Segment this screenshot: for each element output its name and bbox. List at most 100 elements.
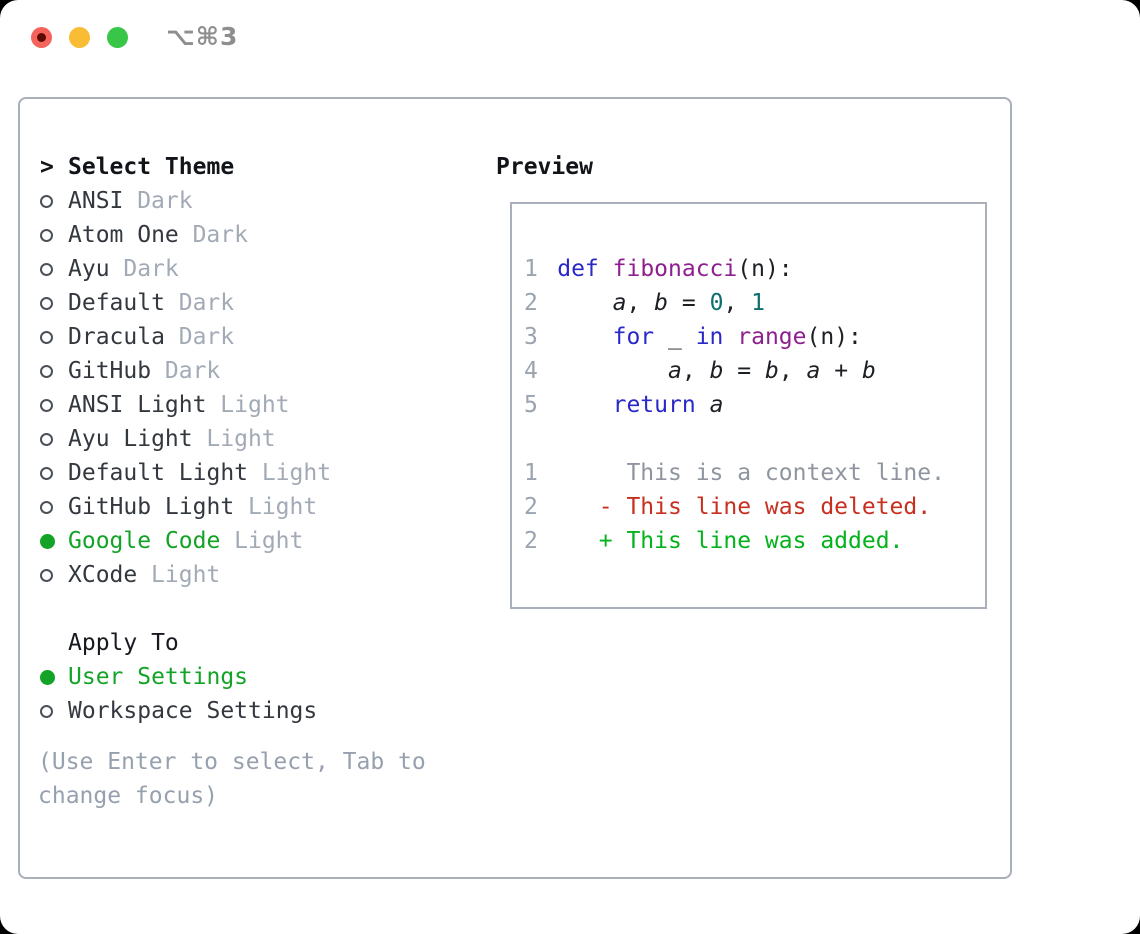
code-segment-plain: , bbox=[626, 290, 655, 316]
code-segment-plain bbox=[557, 392, 612, 418]
code-segment-function: range bbox=[737, 324, 807, 350]
theme-variant-label: Dark bbox=[178, 290, 235, 316]
code-segment-plain bbox=[696, 392, 710, 418]
theme-option-label: ANSI bbox=[68, 188, 124, 214]
radio-icon bbox=[40, 228, 53, 242]
theme-variant-label: Light bbox=[206, 426, 276, 452]
radio-icon bbox=[40, 704, 53, 718]
code-segment-plain: (n): bbox=[737, 256, 793, 282]
code-segment-plain: , bbox=[723, 290, 752, 316]
code-segment-plain bbox=[599, 256, 613, 282]
theme-option[interactable]: Default Light Light bbox=[40, 456, 331, 490]
code-segment-variable: a bbox=[709, 392, 724, 418]
code-segment-variable: a bbox=[806, 358, 821, 384]
code-segment-variable: b bbox=[709, 358, 724, 384]
theme-variant-label: Dark bbox=[192, 222, 248, 248]
theme-option[interactable]: GitHub Light Light bbox=[40, 490, 331, 524]
apply-option[interactable]: Workspace Settings bbox=[40, 694, 317, 728]
code-segment-variable: a bbox=[668, 358, 682, 384]
code-line: 5 return a bbox=[524, 388, 945, 422]
theme-list-heading: Select Theme bbox=[68, 154, 235, 180]
radio-icon bbox=[40, 262, 53, 276]
code-segment-keyword: in bbox=[695, 324, 724, 350]
theme-option-label: Dracula bbox=[68, 324, 165, 350]
code-diff-gap bbox=[524, 422, 945, 456]
line-number: 5 bbox=[524, 392, 538, 418]
code-segment-variable: b bbox=[654, 290, 669, 316]
code-segment-plain bbox=[723, 324, 737, 350]
theme-option[interactable]: Atom One Dark bbox=[40, 218, 331, 252]
code-line: 4 a, b = b, a + b bbox=[524, 354, 945, 388]
theme-option[interactable]: Default Dark bbox=[40, 286, 331, 320]
code-segment-plain: _ bbox=[654, 324, 696, 350]
preview-heading: Preview bbox=[496, 154, 593, 180]
code-segment-number: 0 bbox=[709, 290, 724, 316]
theme-option-label: ANSI Light bbox=[68, 392, 207, 418]
window-title: ⌥⌘3 bbox=[166, 22, 239, 51]
theme-option-label: Atom One bbox=[68, 222, 179, 248]
diff-line: 1 This is a context line. bbox=[524, 456, 945, 490]
theme-variant-label: Dark bbox=[137, 188, 193, 214]
code-segment-variable: b bbox=[764, 358, 779, 384]
theme-option[interactable]: Dracula Dark bbox=[40, 320, 331, 354]
apply-heading: Apply To bbox=[68, 630, 179, 656]
code-segment-plain bbox=[557, 290, 612, 316]
radio-selected-icon bbox=[40, 669, 55, 685]
theme-option-label: Default Light bbox=[68, 460, 249, 486]
code-line: 3 for _ in range(n): bbox=[524, 320, 945, 354]
radio-icon bbox=[40, 330, 53, 344]
hint-text: (Use Enter to select, Tab to change focu… bbox=[38, 749, 426, 809]
theme-option-label: Default bbox=[68, 290, 165, 316]
radio-icon bbox=[40, 194, 53, 208]
radio-icon bbox=[40, 432, 53, 446]
close-dot-icon bbox=[37, 33, 46, 42]
code-segment-plain bbox=[557, 324, 612, 350]
apply-option[interactable]: User Settings bbox=[40, 660, 317, 694]
theme-option[interactable]: ANSI Light Light bbox=[40, 388, 331, 422]
diff-line: 2 + This line was added. bbox=[524, 524, 945, 558]
line-number: 3 bbox=[524, 324, 538, 350]
code-segment-plain: , bbox=[778, 358, 807, 384]
code-segment-context: This is a context line. bbox=[557, 460, 945, 486]
line-number: 4 bbox=[524, 358, 538, 384]
code-segment-plain bbox=[557, 358, 668, 384]
radio-icon bbox=[40, 296, 53, 310]
apply-option-label: Workspace Settings bbox=[68, 698, 318, 724]
theme-variant-label: Light bbox=[220, 392, 290, 418]
code-segment-plain: (n): bbox=[806, 324, 862, 350]
theme-option-label: GitHub Light bbox=[68, 494, 235, 520]
prompt-caret: > bbox=[40, 154, 54, 180]
code-segment-added: + This line was added. bbox=[557, 528, 904, 554]
line-number: 2 bbox=[524, 290, 538, 316]
code-line: 2 a, b = 0, 1 bbox=[524, 286, 945, 320]
minimize-button[interactable] bbox=[69, 27, 90, 48]
line-number: 2 bbox=[524, 494, 538, 520]
theme-variant-label: Light bbox=[261, 460, 332, 486]
theme-list-header: > Select Theme bbox=[40, 150, 234, 184]
line-number: 2 bbox=[524, 528, 538, 554]
code-segment-plain: + bbox=[820, 358, 862, 384]
theme-option[interactable]: ANSI Dark bbox=[40, 184, 331, 218]
code-segment-keyword: for bbox=[612, 324, 655, 350]
theme-option-label: Google Code bbox=[68, 528, 221, 554]
theme-variant-label: Light bbox=[151, 562, 221, 588]
code-segment-variable: a bbox=[612, 290, 627, 316]
zoom-button[interactable] bbox=[107, 27, 128, 48]
theme-variant-label: Light bbox=[247, 494, 318, 520]
close-button[interactable] bbox=[31, 27, 52, 48]
apply-option-label: User Settings bbox=[68, 664, 249, 690]
code-segment-keyword: def bbox=[557, 256, 599, 282]
line-number: 1 bbox=[524, 256, 538, 282]
radio-icon bbox=[40, 398, 53, 412]
theme-variant-label: Dark bbox=[178, 324, 235, 350]
radio-icon bbox=[40, 568, 53, 582]
